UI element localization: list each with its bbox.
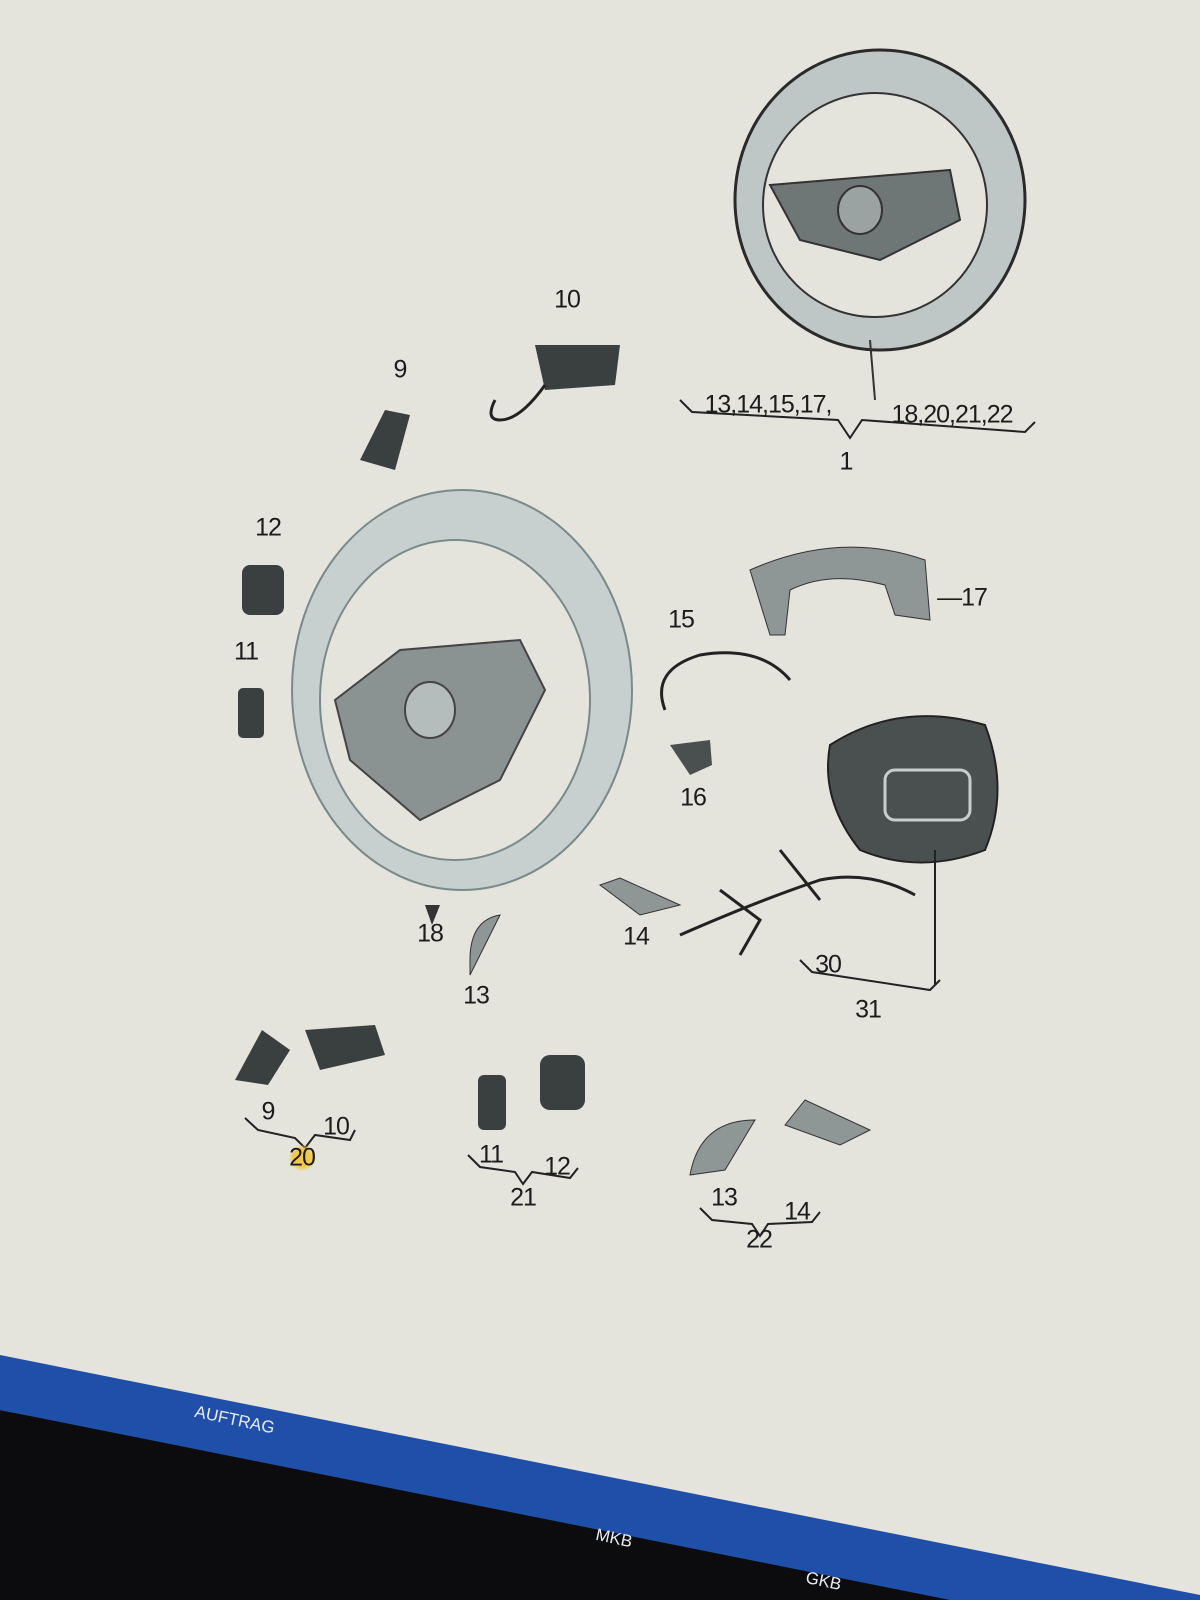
callout-11[interactable]: 11: [234, 637, 259, 666]
callout-set-14[interactable]: 14: [784, 1197, 811, 1226]
bottom-tab-bar: [0, 1355, 1200, 1600]
steering-wheel-complete: [733, 48, 1027, 401]
callout-14[interactable]: 14: [623, 922, 650, 951]
callout-18[interactable]: 18: [417, 919, 444, 948]
callout-set-9[interactable]: 9: [261, 1097, 276, 1126]
callout-13[interactable]: 13: [463, 981, 490, 1010]
button-12-left: [242, 565, 284, 615]
group-label-right: 18,20,21,22: [891, 400, 1013, 429]
main-part-number[interactable]: 1: [839, 447, 854, 476]
callout-16[interactable]: 16: [680, 783, 707, 812]
callout-17[interactable]: —17: [937, 583, 988, 612]
callout-21[interactable]: 21: [510, 1183, 537, 1212]
callout-set-10[interactable]: 10: [323, 1112, 350, 1141]
button-9-top: [360, 410, 410, 470]
screen-bezel: [0, 1410, 1200, 1600]
trim-cover-17: [749, 546, 931, 636]
button-10-top: [535, 345, 620, 390]
callout-15[interactable]: 15: [668, 605, 695, 634]
callout-10[interactable]: 10: [554, 285, 581, 314]
callout-31[interactable]: 31: [855, 995, 882, 1024]
callout-20-highlighted[interactable]: 20: [289, 1143, 316, 1173]
group-label-left: 13,14,15,17,: [704, 390, 832, 419]
callout-22[interactable]: 22: [746, 1225, 773, 1254]
button-11-left: [238, 688, 264, 738]
callout-set-12[interactable]: 12: [544, 1152, 571, 1181]
callout-set-11[interactable]: 11: [479, 1140, 504, 1169]
airbag-module: [827, 715, 999, 864]
callout-9[interactable]: 9: [393, 355, 408, 384]
callout-set-13[interactable]: 13: [711, 1183, 738, 1212]
callout-30[interactable]: 30: [815, 950, 842, 979]
callout-12[interactable]: 12: [255, 513, 282, 542]
steering-wheel-main: [291, 489, 633, 891]
